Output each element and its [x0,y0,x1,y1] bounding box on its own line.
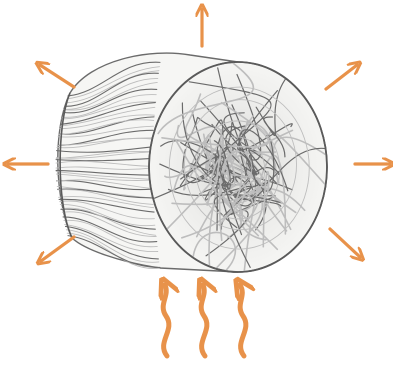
fiber-bundle-end-face [149,60,336,278]
expansion-arrow-icon [40,65,74,87]
heat-waves [163,285,246,356]
expansion-arrow-icon [41,237,74,261]
expansion-arrow-icon [330,229,360,257]
heat-wave-icon [240,285,246,356]
expansion-arrow-icon [326,65,357,89]
heat-wave-icon [201,285,207,356]
heat-wave-icon [163,285,169,356]
